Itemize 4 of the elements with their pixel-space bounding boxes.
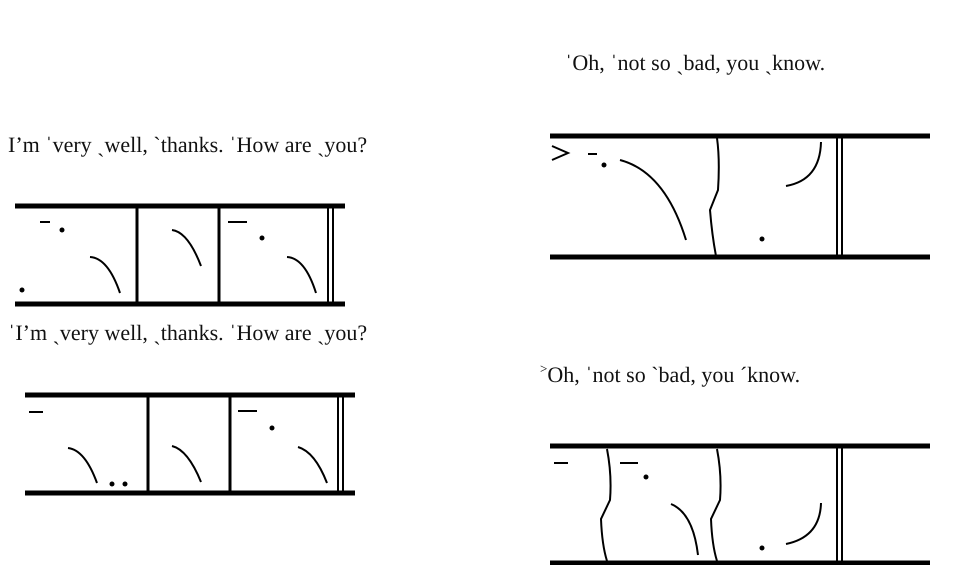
transcribed-sentence: I’m ˈvery ˎwell, ˋthanks. ˈHow are ˎyou? [8, 132, 368, 158]
transcribed-sentence: ˈI’m ˎvery well, ˎthanks. ˈHow are ˎyou? [8, 320, 368, 346]
transcribed-sentence: $^{>}$Oh, ˈnot so ˋbad, you ˊknow. [540, 362, 800, 388]
transcribed-sentence: ˈOh, ˈnot so ˎbad, you ˏknow. [565, 50, 826, 76]
